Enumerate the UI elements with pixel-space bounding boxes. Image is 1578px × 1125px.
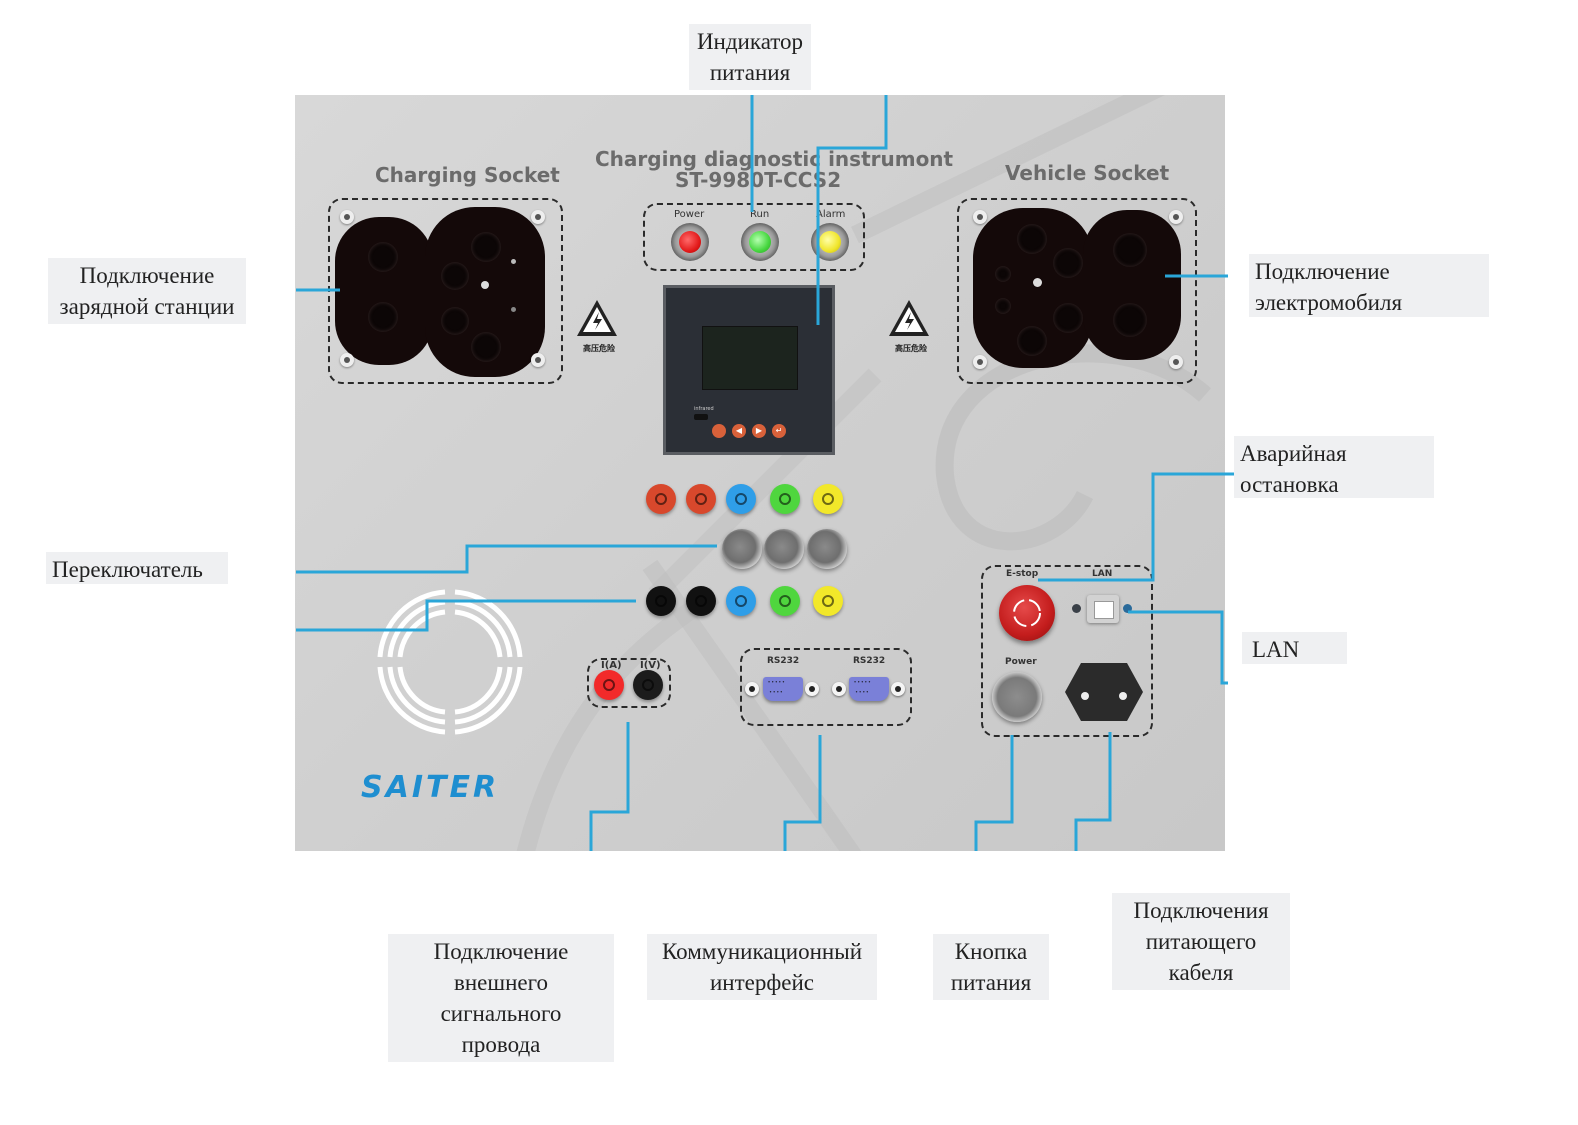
test-jack-yellow[interactable] — [813, 586, 843, 616]
fan-logo-icon — [377, 589, 523, 735]
signal-jack-frame — [587, 658, 671, 708]
signal-label-current: I(A) — [601, 660, 622, 671]
alarm-indicator-lamp — [811, 223, 849, 261]
indicator-label-run: Run — [750, 209, 770, 220]
rs232-port-1[interactable] — [763, 677, 803, 701]
charging-socket-title: Charging Socket — [375, 163, 560, 187]
selector-switch-2[interactable] — [764, 529, 804, 569]
screw — [1169, 355, 1183, 369]
screw — [340, 353, 354, 367]
meter-right-button[interactable]: ▶ — [752, 424, 766, 438]
indicator-label-alarm: Alarm — [816, 209, 846, 220]
test-jack-red[interactable] — [646, 484, 676, 514]
screw — [745, 682, 759, 696]
power-button-label: Power — [1005, 657, 1037, 667]
callout-comm-interface: Коммуникационный интерфейс — [647, 934, 877, 1000]
meter-left-button[interactable]: ◀ — [732, 424, 746, 438]
test-jack-green[interactable] — [770, 484, 800, 514]
test-jack-black[interactable] — [646, 586, 676, 616]
emergency-stop-button[interactable] — [999, 585, 1055, 641]
screw — [531, 353, 545, 367]
charging-socket[interactable] — [333, 207, 545, 377]
run-indicator-lamp — [741, 223, 779, 261]
test-jack-black[interactable] — [686, 586, 716, 616]
signal-jack-red[interactable] — [594, 670, 624, 700]
callout-power-button: Кнопка питания — [933, 934, 1049, 1000]
callout-power-indicator: Индикатор питания — [689, 24, 811, 90]
screw — [531, 210, 545, 224]
rs232-frame — [740, 648, 912, 726]
panel-title: Charging diagnostic instrumont — [595, 147, 954, 171]
ir-window — [694, 414, 708, 420]
selector-switch-1[interactable] — [722, 529, 762, 569]
test-jack-red[interactable] — [686, 484, 716, 514]
power-indicator-lamp — [671, 223, 709, 261]
indicator-label-power: Power — [674, 209, 705, 220]
screw — [340, 210, 354, 224]
vehicle-socket[interactable] — [973, 208, 1188, 368]
callout-power-cable: Подключения питающего кабеля — [1112, 893, 1290, 990]
meter-menu-button[interactable] — [712, 424, 726, 438]
lan-port[interactable] — [1087, 595, 1119, 623]
high-voltage-warning-icon: 高压危险 — [887, 298, 935, 354]
rotate-arrow-icon — [1013, 599, 1041, 627]
screw — [973, 210, 987, 224]
screw — [805, 682, 819, 696]
led — [1123, 604, 1132, 613]
callout-switch: Переключатель — [46, 552, 228, 584]
meter-display: infrared ◀ ▶ ↵ — [663, 285, 835, 455]
signal-label-voltage: I(V) — [640, 660, 661, 671]
rs232-label-1: RS232 — [767, 656, 800, 666]
panel-model: ST-9980T-CCS2 — [675, 168, 842, 192]
test-jack-blue[interactable] — [726, 484, 756, 514]
rs232-label-2: RS232 — [853, 656, 886, 666]
test-jack-yellow[interactable] — [813, 484, 843, 514]
brand-logo: SAITER — [361, 770, 500, 805]
callout-charging-station: Подключение зарядной станции — [48, 258, 246, 324]
power-inlet[interactable] — [1063, 661, 1145, 723]
lcd-screen — [702, 326, 798, 390]
rs232-port-2[interactable] — [849, 677, 889, 701]
meter-enter-button[interactable]: ↵ — [772, 424, 786, 438]
estop-label: E-stop — [1006, 569, 1039, 579]
instrument-panel: Charging diagnostic instrumont ST-9980T-… — [295, 95, 1225, 851]
screw — [832, 682, 846, 696]
signal-jack-black[interactable] — [633, 670, 663, 700]
power-button[interactable] — [992, 672, 1042, 722]
test-jack-green[interactable] — [770, 586, 800, 616]
led — [1072, 604, 1081, 613]
screw — [1169, 210, 1183, 224]
callout-vehicle: Подключение электромобиля — [1249, 254, 1489, 317]
screw — [891, 682, 905, 696]
ir-label: infrared — [694, 406, 714, 412]
vehicle-socket-frame — [957, 198, 1197, 384]
callout-lan: LAN — [1242, 632, 1347, 664]
selector-switch-3[interactable] — [807, 529, 847, 569]
screw — [973, 355, 987, 369]
vehicle-socket-title: Vehicle Socket — [1005, 161, 1170, 185]
test-jack-blue[interactable] — [726, 586, 756, 616]
callout-external-signal: Подключение внешнего сигнального провода — [388, 934, 614, 1062]
lan-label: LAN — [1092, 569, 1113, 579]
callout-emergency-stop: Аварийная остановка — [1234, 436, 1434, 498]
high-voltage-warning-icon: 高压危险 — [575, 298, 623, 354]
